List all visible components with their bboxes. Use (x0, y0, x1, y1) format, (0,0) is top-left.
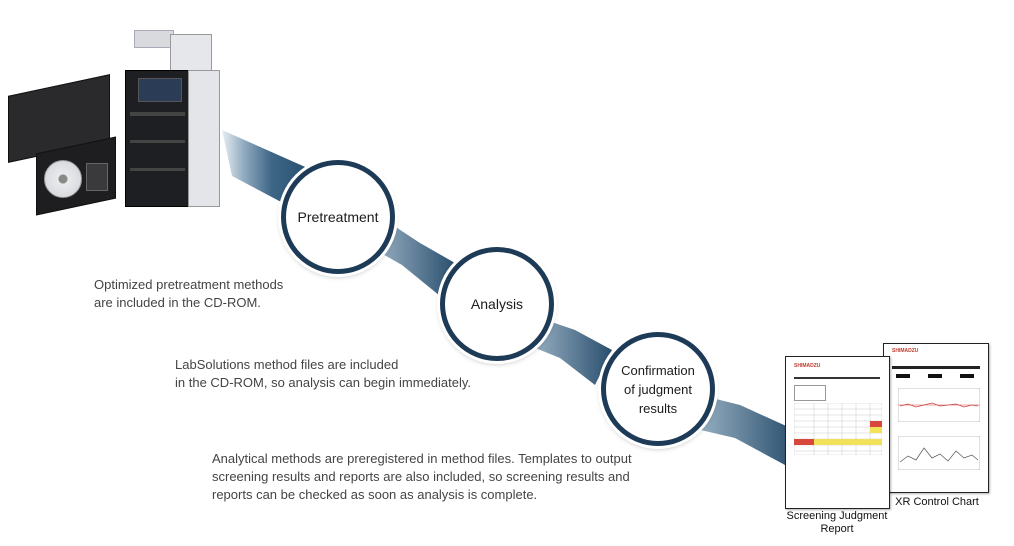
step-analysis: Analysis (440, 247, 554, 361)
cd-disc-icon (44, 160, 82, 198)
cdrom-kit-image (8, 74, 116, 216)
hplc-instrument-image (120, 30, 220, 207)
arrow-segment-3 (528, 318, 612, 385)
arrow-segment-4 (692, 395, 795, 465)
confirmation-description: Analytical methods are preregistered in … (212, 451, 632, 502)
arrow-segment-2 (372, 218, 455, 296)
step-pretreatment-label: Pretreatment (297, 209, 379, 225)
step-analysis-label: Analysis (470, 296, 524, 312)
xr-control-chart-report: SHIMADZU (883, 343, 989, 493)
xr-chart-mini (898, 388, 980, 422)
shimadzu-logo-front: SHIMADZU (794, 363, 821, 369)
shimadzu-logo: SHIMADZU (892, 348, 919, 354)
screening-report-caption: Screening Judgment Report (786, 510, 888, 535)
step-confirmation: Confirmation of judgment results (601, 332, 715, 446)
pretreatment-description: Optimized pretreatment methods are inclu… (94, 277, 284, 310)
screening-table-mini (794, 403, 882, 455)
xr-chart-caption: XR Control Chart (895, 496, 979, 508)
r-chart-mini (898, 436, 980, 470)
screening-judgment-report: SHIMADZU (785, 356, 890, 509)
analysis-description: LabSolutions method files are included i… (175, 357, 471, 390)
step-confirmation-label: Confirmation of judgment results (621, 362, 695, 416)
step-pretreatment: Pretreatment (281, 160, 395, 274)
